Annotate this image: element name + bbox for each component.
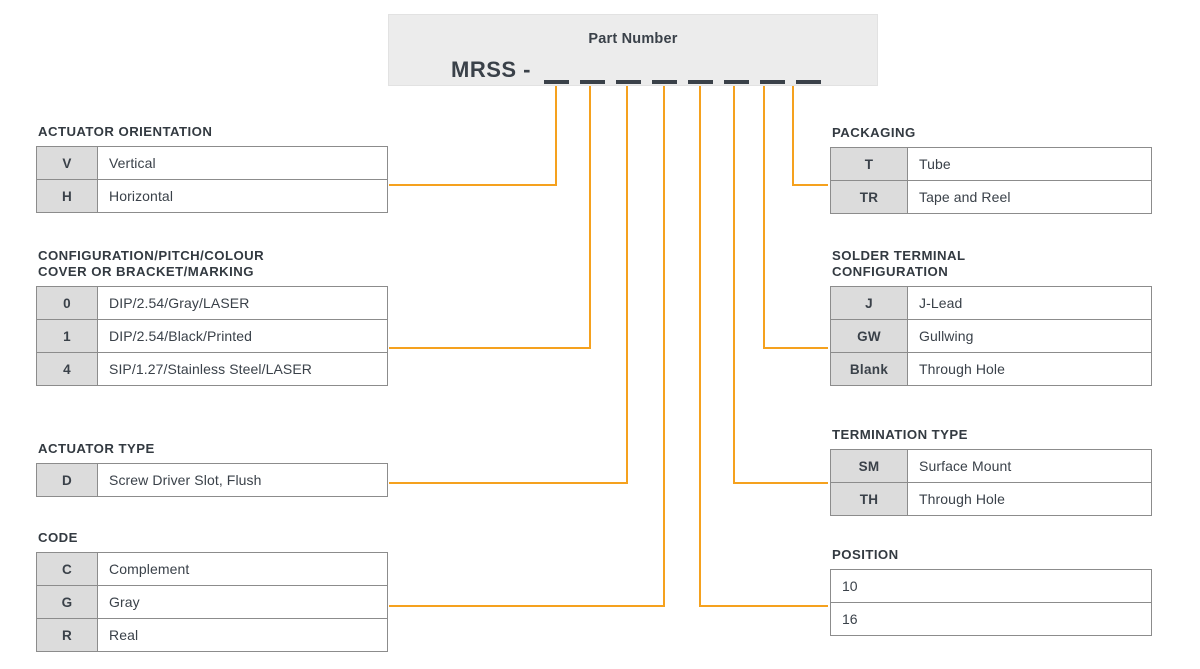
option-description: Tube <box>907 147 1152 182</box>
part-number-slot-2[interactable] <box>577 63 613 87</box>
group-title-packaging: PACKAGING <box>832 125 916 140</box>
group-title-actuator-orientation: ACTUATOR ORIENTATION <box>38 124 213 139</box>
option-description: Gullwing <box>907 319 1152 354</box>
option-code: T <box>830 147 908 182</box>
part-number-row: MRSS - <box>389 57 877 87</box>
option-description: DIP/2.54/Black/Printed <box>97 319 388 354</box>
part-number-slot-7[interactable] <box>757 63 793 87</box>
option-code: Blank <box>830 352 908 387</box>
part-number-title: Part Number <box>588 31 678 47</box>
slot-1-to-actuator-orientation <box>389 86 557 186</box>
slot-5-to-position <box>699 86 828 607</box>
part-number-prefix: MRSS - <box>451 57 531 82</box>
option-code: SM <box>830 449 908 484</box>
group-title-code: CODE <box>38 530 78 545</box>
slot-2-to-configuration <box>389 86 591 349</box>
group-title-solder-terminal: SOLDER TERMINAL CONFIGURATION <box>832 248 966 280</box>
option-code: 0 <box>36 286 98 321</box>
slot-7-to-solder-terminal <box>763 86 828 349</box>
table-row[interactable]: 16 <box>830 602 1152 637</box>
option-code: V <box>36 146 98 181</box>
option-code: GW <box>830 319 908 354</box>
table-row[interactable]: 10 <box>830 569 1152 604</box>
part-number-slot-1[interactable] <box>541 63 577 87</box>
part-number-slot-3[interactable] <box>613 63 649 87</box>
slot-4-to-code <box>389 86 665 607</box>
option-description: Vertical <box>97 146 388 181</box>
option-description: Tape and Reel <box>907 180 1152 215</box>
option-code: G <box>36 585 98 620</box>
option-description: DIP/2.54/Gray/LASER <box>97 286 388 321</box>
group-configuration: CONFIGURATION/PITCH/COLOUR COVER OR BRAC… <box>36 248 388 387</box>
option-code: H <box>36 179 98 214</box>
option-description: Gray <box>97 585 388 620</box>
option-description: Through Hole <box>907 352 1152 387</box>
group-title-position: POSITION <box>832 547 899 562</box>
option-description: Surface Mount <box>907 449 1152 484</box>
group-title-actuator-type: ACTUATOR TYPE <box>38 441 155 456</box>
option-description: J-Lead <box>907 286 1152 321</box>
option-code: R <box>36 618 98 653</box>
part-number-slot-4[interactable] <box>649 63 685 87</box>
option-description: Screw Driver Slot, Flush <box>97 463 388 498</box>
option-code: TR <box>830 180 908 215</box>
option-code: J <box>830 286 908 321</box>
option-description: Real <box>97 618 388 653</box>
part-number-slots <box>541 57 829 87</box>
option-code: 4 <box>36 352 98 387</box>
slot-3-to-actuator-type <box>389 86 628 484</box>
option-description: Complement <box>97 552 388 587</box>
position-value: 10 <box>830 569 1152 604</box>
slot-6-to-termination-type <box>733 86 828 484</box>
option-description: SIP/1.27/Stainless Steel/LASER <box>97 352 388 387</box>
part-number-slot-6[interactable] <box>721 63 757 87</box>
part-number-slot-5[interactable] <box>685 63 721 87</box>
position-value: 16 <box>830 602 1152 637</box>
part-number-header: Part Number MRSS - <box>388 14 878 86</box>
option-code: C <box>36 552 98 587</box>
option-description: Horizontal <box>97 179 388 214</box>
option-code: 1 <box>36 319 98 354</box>
group-title-termination-type: TERMINATION TYPE <box>832 427 968 442</box>
option-description: Through Hole <box>907 482 1152 517</box>
option-code: TH <box>830 482 908 517</box>
group-title-configuration: CONFIGURATION/PITCH/COLOUR COVER OR BRAC… <box>38 248 265 280</box>
slot-8-to-packaging <box>792 86 828 186</box>
option-code: D <box>36 463 98 498</box>
part-number-slot-8[interactable] <box>793 63 829 87</box>
